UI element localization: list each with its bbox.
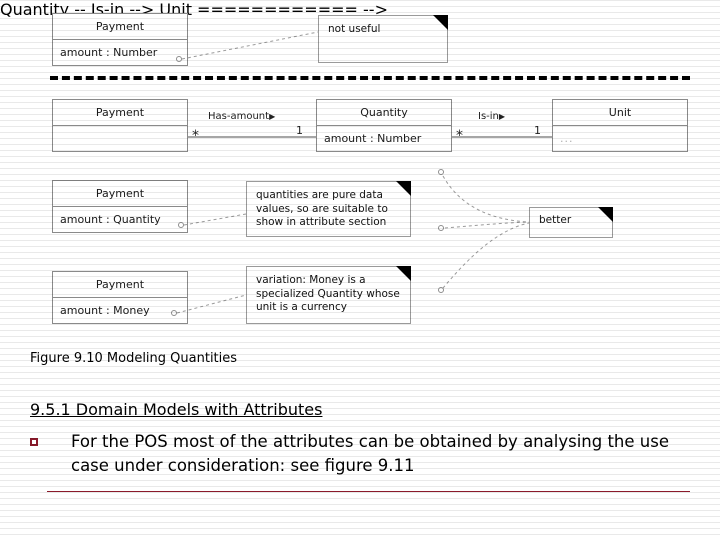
class-name-unit: Unit (553, 100, 687, 126)
figure-caption: Figure 9.10 Modeling Quantities (30, 351, 238, 366)
square-bullet-icon (30, 438, 38, 446)
note-anchor-dot-money (171, 310, 177, 316)
note-text-not-useful: not useful (328, 23, 381, 35)
fan-anchor-dot-bottom (438, 287, 444, 293)
bottom-accent-rule (47, 491, 690, 492)
association-direction-arrow-icon: ▶ (269, 112, 276, 121)
class-attributes-payment-number: amount : Number (60, 46, 158, 59)
note-fold-corner-icon (433, 15, 448, 30)
note-not-useful: not useful (318, 15, 448, 63)
class-box-unit: Unit ... (552, 99, 688, 152)
class-name-quantity: Quantity (317, 100, 451, 126)
multiplicity-is-in-target: 1 (534, 124, 541, 137)
figure-modeling-quantities: Payment amount : Number not useful Quant… (0, 0, 690, 324)
multiplicity-is-in-source: * (456, 128, 463, 144)
section-divider-dashed (50, 76, 690, 80)
fan-anchor-dot-middle (438, 225, 444, 231)
class-attributes-unit: ... (560, 132, 574, 145)
class-attributes-payment-money: amount : Money (60, 304, 150, 317)
association-label-is-in-text: Is-in (478, 111, 499, 122)
class-name-payment: Payment (53, 14, 187, 40)
note-quantities-pure-data: quantities are pure data values, so are … (246, 181, 411, 237)
note-better: better (529, 207, 613, 238)
class-attributes-quantity: amount : Number (324, 132, 422, 145)
class-attributes-payment-empty (53, 126, 187, 152)
note-fold-corner-icon-3 (396, 266, 411, 281)
association-label-has-amount-text: Has-amount (208, 111, 270, 122)
class-attributes-payment-quantity: amount : Quantity (60, 213, 161, 226)
bullet-item-text: For the POS most of the attributes can b… (71, 432, 669, 475)
class-box-payment-empty: Payment (52, 99, 188, 152)
multiplicity-has-amount-target: 1 (296, 124, 303, 137)
class-box-payment-money: Payment amount : Money (52, 271, 188, 324)
note-line-1: quantities are pure data (256, 189, 383, 201)
note-line-5: specialized Quantity whose (256, 287, 400, 300)
bullet-list-item: For the POS most of the attributes can b… (30, 430, 690, 478)
association-label-has-amount: Has-amount▶ (208, 111, 275, 122)
note-anchor-dot-not-useful (176, 56, 182, 62)
class-name-payment-4: Payment (53, 272, 187, 298)
section-heading: 9.5.1 Domain Models with Attributes (30, 400, 323, 419)
class-box-quantity: Quantity amount : Number (316, 99, 452, 152)
class-name-payment-3: Payment (53, 181, 187, 207)
note-anchor-dot-quantities (178, 222, 184, 228)
fan-anchor-dot-top (438, 169, 444, 175)
note-money-variation: variation: Money is a specialized Quanti… (246, 266, 411, 324)
association-direction-arrow-icon-2: ▶ (498, 112, 506, 121)
class-box-payment-quantity: Payment amount : Quantity (52, 180, 188, 233)
note-line-2: values, so are suitable to (256, 202, 388, 215)
class-box-payment-number: Payment amount : Number (52, 13, 188, 66)
note-line-3: show in attribute section (256, 216, 387, 228)
class-name-payment-2: Payment (53, 100, 187, 126)
note-line-4: variation: Money is a (256, 274, 366, 286)
note-line-6: unit is a currency (256, 301, 347, 313)
association-label-is-in: Is-in▶ (478, 111, 505, 122)
multiplicity-has-amount-source: * (192, 128, 199, 144)
note-text-better: better (539, 214, 572, 226)
note-fold-corner-icon-4 (598, 207, 613, 222)
note-fold-corner-icon-2 (396, 181, 411, 196)
